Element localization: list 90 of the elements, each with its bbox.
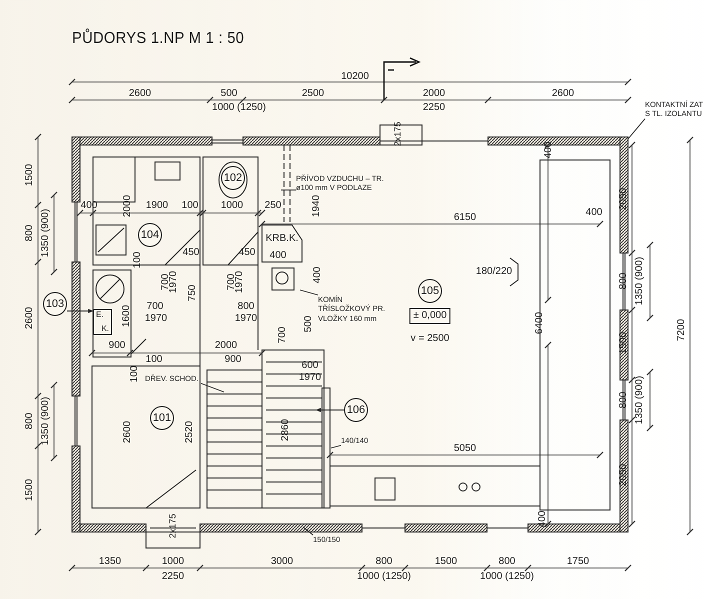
leader-line xyxy=(200,382,224,392)
dimension-label: 1350 (900) xyxy=(41,396,51,446)
dimension-label: 700 xyxy=(146,302,164,312)
dimension-label: 1000 xyxy=(162,557,184,567)
dimension-label: 2860 xyxy=(281,418,291,442)
leader-line xyxy=(302,526,314,536)
dimension-label: 1970 xyxy=(144,314,168,324)
dimension-label: 400 xyxy=(586,208,602,218)
dimension-label: KRB.K. xyxy=(266,234,298,244)
dimension-label: 2600 xyxy=(25,306,35,330)
dimension-label: 100 xyxy=(130,366,140,382)
dimension-label: 800 xyxy=(376,557,392,567)
dimension-label: 1600 xyxy=(122,304,132,328)
dimension-label: 800 xyxy=(619,392,629,408)
room-number: 104 xyxy=(138,223,162,247)
dimension-label: v = 2500 xyxy=(410,334,450,344)
dimension-label: 800 xyxy=(25,224,35,242)
dimension-label: 2000 xyxy=(123,194,133,218)
dimension-label: 1750 xyxy=(566,557,590,567)
dimension-label: 800 xyxy=(619,272,629,290)
dimension-label: 2000 xyxy=(214,341,238,351)
dimension-label: 1000 xyxy=(220,201,244,211)
dimension-label: 6150 xyxy=(454,213,476,223)
dimension-label: 450 xyxy=(182,248,200,258)
dimension-label: 750 xyxy=(188,284,198,302)
dimension-label: 400 xyxy=(313,266,323,284)
dimension-label: 500 xyxy=(220,89,238,99)
dimension-label: 800 xyxy=(498,557,516,567)
dimension-label: 2050 xyxy=(619,188,629,210)
dimension-label: 1500 xyxy=(25,478,35,502)
dimension-label: 100 xyxy=(146,355,162,365)
leader-line xyxy=(300,290,318,296)
dimension-label: 800 xyxy=(238,302,254,312)
dimension-label: 180/220 xyxy=(476,267,512,277)
room-number: 101 xyxy=(150,406,174,430)
room-number: 102 xyxy=(221,166,245,190)
dimension-label: 2520 xyxy=(185,420,195,444)
dimension-label: 1500 xyxy=(434,557,458,567)
leader-line xyxy=(628,118,646,140)
dimension-label: 2000 xyxy=(422,89,446,99)
dimension-label: 600 xyxy=(302,361,318,371)
dimension-label: 2250 xyxy=(162,572,184,582)
dimension-label: 500 xyxy=(304,316,314,332)
dimension-label: 900 xyxy=(224,355,242,365)
dimension-label: 1350 (900) xyxy=(635,376,645,424)
dimension-label: 100 xyxy=(133,252,143,268)
dimension-label: 1940 xyxy=(312,194,322,218)
dimension-label: 2600 xyxy=(123,420,133,444)
dimension-label: 1900 xyxy=(146,201,168,211)
dimension-label: 400 xyxy=(270,251,286,261)
dimension-label: 1000 (1250) xyxy=(357,572,411,582)
dimension-label: 1000 (1250) xyxy=(212,103,266,113)
dimension-label: 900 xyxy=(108,341,126,351)
dimension-label: 2250 xyxy=(422,103,446,113)
leader-line xyxy=(315,408,344,412)
room-number: 105 xyxy=(418,279,442,303)
leader-line xyxy=(330,444,342,448)
dimension-label: 5050 xyxy=(454,444,476,454)
dimension-label: 1500 xyxy=(619,332,629,354)
dimension-label: 3000 xyxy=(270,557,294,567)
dimension-label: 250 xyxy=(264,201,282,211)
dimension-label: 1970 xyxy=(298,373,322,383)
dimension-label: 2x175 xyxy=(168,514,178,538)
meter-label: K. xyxy=(101,325,109,333)
meter-box xyxy=(93,309,112,335)
dimension-label: 2600 xyxy=(128,89,152,99)
level-mark: ± 0,000 xyxy=(409,308,451,324)
dimension-label: 6400 xyxy=(535,312,545,334)
dimension-label: 1500 xyxy=(25,164,35,186)
dimension-label: 1970 xyxy=(169,270,179,294)
dimension-label: 7200 xyxy=(677,318,687,342)
dimension-label: 700 xyxy=(278,326,288,344)
dimension-label: 400 xyxy=(538,510,548,528)
plan-title: PŮDORYS 1.NP M 1 : 50 xyxy=(72,30,244,48)
dimension-label: 1970 xyxy=(235,270,245,294)
dimension-label: 1350 (900) xyxy=(635,256,645,306)
leader-line xyxy=(66,308,94,314)
dimension-label: 1000 (1250) xyxy=(480,572,534,582)
dimension-label: 100 xyxy=(182,201,198,211)
dimension-label: 450 xyxy=(238,248,256,258)
dimension-label: 1350 xyxy=(98,557,122,567)
meter-label: E. xyxy=(96,311,104,319)
dimension-label: 10200 xyxy=(341,72,369,82)
room-number: 103 xyxy=(43,292,67,316)
room-number: 106 xyxy=(344,398,368,422)
dimension-label: 800 xyxy=(25,412,35,430)
dimension-label: 1970 xyxy=(234,314,258,324)
dimension-label: 2500 xyxy=(302,89,324,99)
dimension-label: 2600 xyxy=(552,89,574,99)
dimension-label: 2050 xyxy=(619,464,629,486)
